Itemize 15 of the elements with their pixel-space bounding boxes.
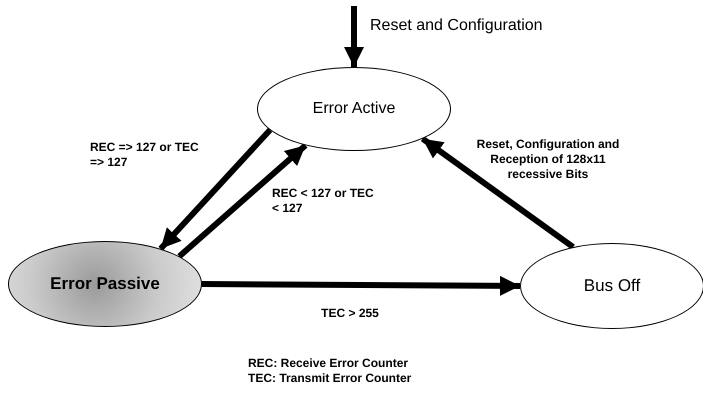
abbreviation-note: TEC: Transmit Error Counter: [248, 371, 412, 386]
arrow: [420, 136, 575, 250]
edge-label: TEC > 255: [320, 306, 380, 321]
edge-label: REC => 127 or TEC => 127: [90, 140, 200, 170]
edge-label: Reset and Configuration: [370, 16, 544, 36]
arrow: [177, 143, 308, 259]
state-name: Error Passive: [50, 273, 160, 296]
arrow: [344, 6, 364, 67]
edge-label: REC < 127 or TEC < 127: [272, 186, 375, 216]
state-name: Error Active: [312, 99, 396, 119]
state-name: Bus Off: [584, 275, 640, 298]
edge-label: Reset, Configuration and Reception of 128x11 recessive Bits: [476, 137, 620, 182]
arrow: [202, 276, 520, 296]
abbreviation-note: REC: Receive Error Counter: [248, 356, 410, 371]
arrow: [158, 128, 272, 251]
